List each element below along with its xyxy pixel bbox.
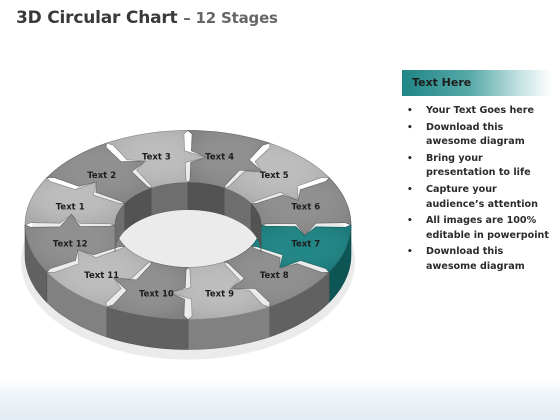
- title-sub: – 12 Stages: [183, 9, 278, 27]
- segment-label: Text 1: [56, 203, 85, 213]
- title-main: 3D Circular Chart: [16, 8, 178, 28]
- bullet-list: • Your Text Goes here • Download this aweso…: [402, 104, 552, 275]
- bullet-text: Download this awesome diagram: [426, 246, 525, 272]
- bullet-item: • Capture your audience’s attention: [402, 183, 552, 212]
- segment-shading: [224, 246, 330, 307]
- bullet-item: • Download this awesome diagram: [402, 121, 552, 150]
- segment-shading: [251, 177, 351, 236]
- segment-shading: [106, 261, 188, 320]
- bullet-item: • Bring your presentation to life: [402, 152, 552, 181]
- segment-shading: [106, 130, 207, 189]
- bullet-text: Download this awesome diagram: [426, 121, 525, 148]
- bullet-dot-icon: •: [407, 184, 413, 195]
- bullet-text: All images are 100% editable in powerpoi…: [426, 215, 549, 241]
- panel-header: Text Here: [402, 70, 552, 96]
- segment-shading: [224, 143, 330, 204]
- segment-label: Text 2: [87, 171, 116, 181]
- bullet-item: • Your Text Goes here: [402, 104, 552, 119]
- bullet-item: • All images are 100% editable in powerpo…: [402, 214, 552, 243]
- bullet-text: Your Text Goes here: [426, 105, 535, 116]
- ring-top: [24, 130, 352, 320]
- bullet-item: • Download this awesome diagram: [402, 245, 552, 274]
- segment-label: Text 7: [291, 239, 320, 249]
- bullet-dot-icon: •: [407, 122, 413, 133]
- ring-inner-wall: [114, 182, 262, 252]
- segment-inner-wall: [250, 203, 262, 252]
- bullet-dot-icon: •: [407, 247, 413, 258]
- slide-title: 3D Circular Chart – 12 Stages: [16, 8, 278, 28]
- segment-label: Text 9: [205, 289, 234, 299]
- segment-shading: [25, 177, 125, 225]
- segment-shading: [46, 246, 152, 307]
- bullet-text: Capture your audience’s attention: [426, 183, 538, 210]
- segment-label: Text 5: [260, 171, 289, 181]
- segment-label: Text 10: [139, 289, 174, 299]
- segment-shading: [46, 143, 152, 204]
- segment-shading: [169, 261, 270, 320]
- segment-shading: [25, 214, 125, 273]
- segment-labels: Text 1 Text 2 Text 3 Text 4 Text 5 Text 6 Text…: [53, 153, 321, 300]
- segment-label: Text 8: [260, 271, 289, 281]
- segment-label: Text 11: [84, 271, 119, 281]
- bullet-dot-icon: •: [407, 153, 413, 164]
- segment-label: Text 4: [205, 153, 234, 163]
- segment-label: Text 3: [142, 153, 171, 163]
- bullet-dot-icon: •: [407, 106, 413, 116]
- segment-shading: [188, 130, 270, 189]
- segment-shading: [251, 225, 351, 273]
- segment-label: Text 6: [291, 203, 320, 213]
- text-panel: Text Here • Your Text Goes here • Download …: [402, 70, 552, 277]
- bullet-dot-icon: •: [407, 216, 413, 227]
- segment-label: Text 12: [53, 239, 88, 249]
- bullet-text: Bring your presentation to life: [426, 152, 531, 179]
